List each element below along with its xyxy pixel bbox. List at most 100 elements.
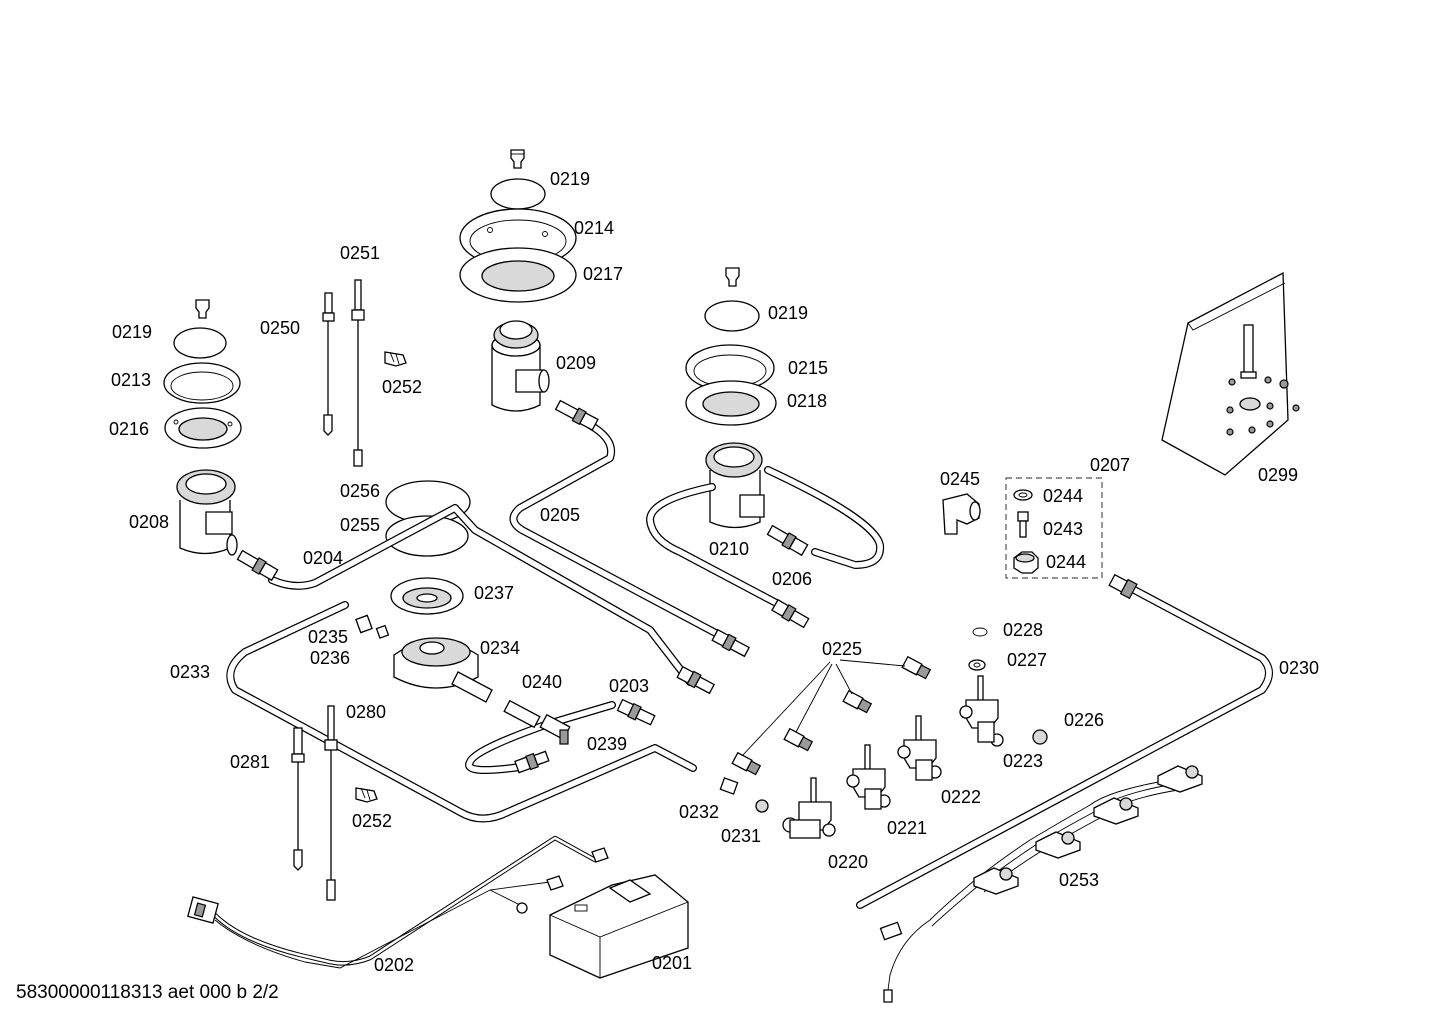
- gas-pipe-0233: [226, 601, 697, 823]
- harness-plug: [187, 896, 219, 924]
- callout-0214: 0214: [574, 218, 615, 238]
- callout-0225: 0225: [822, 639, 863, 659]
- callout-0233: 0233: [170, 662, 211, 682]
- thermocouple-0281: [291, 727, 305, 871]
- harness-terminal-2: [546, 875, 564, 891]
- gas-pipe-0230: [856, 581, 1273, 909]
- seal-ring-0255: [385, 515, 469, 557]
- callout-0228: 0228: [1003, 620, 1044, 640]
- callout-0244-bottom: 0244: [1046, 552, 1087, 572]
- callout-0201: 0201: [652, 953, 693, 973]
- nut-0244-bottom: [1013, 551, 1039, 574]
- elbow-nozzle-0245: [942, 493, 981, 535]
- connector-0239: [539, 713, 571, 745]
- callout-0256: 0256: [340, 481, 381, 501]
- nozzle-0243: [1017, 511, 1029, 538]
- document-code: 58300000118313 aet 000 b 2/2: [16, 982, 279, 1003]
- callout-0281: 0281: [230, 752, 271, 772]
- callout-0252-bottom: 0252: [352, 811, 393, 831]
- burner-body-0209: [491, 320, 550, 412]
- callout-0299: 0299: [1258, 465, 1299, 485]
- nut-0226: [1032, 729, 1048, 745]
- callout-0253: 0253: [1059, 870, 1100, 890]
- callout-0255: 0255: [340, 515, 381, 535]
- burner-base-0234: [393, 637, 493, 703]
- parts-bag-0299: [1161, 271, 1300, 476]
- callout-0236: 0236: [310, 648, 351, 668]
- callout-0230: 0230: [1279, 658, 1320, 678]
- callout-0209: 0209: [556, 353, 597, 373]
- gas-pipe-0203: [465, 701, 616, 774]
- gas-tap-0221: [846, 744, 891, 810]
- harness-ring-terminal: [516, 902, 528, 914]
- pipe-fittings: [236, 399, 1138, 774]
- burner-stack-center: [459, 149, 577, 412]
- gas-pipe-0205: [509, 421, 729, 642]
- burner-stack-left: [163, 299, 242, 556]
- burner-cap-0213: [163, 362, 241, 404]
- o-ring-0219-center: [490, 178, 546, 210]
- callout-0203: 0203: [609, 676, 650, 696]
- wiring-terminal: [883, 989, 893, 1003]
- callout-0226: 0226: [1064, 710, 1105, 730]
- ignition-unit-0201: [549, 874, 689, 979]
- gas-pipe-0204: [268, 504, 694, 686]
- pipe-sleeve-0240: [503, 699, 541, 729]
- o-ring-0219-left: [173, 327, 227, 359]
- wiring-harness-0202: [187, 835, 609, 969]
- flame-spreader-0216: [164, 407, 242, 449]
- callout-0252-top: 0252: [382, 377, 423, 397]
- callout-0237: 0237: [474, 583, 515, 603]
- callout-0231: 0231: [721, 826, 762, 846]
- washer-0227: [968, 659, 986, 671]
- callout-0239: 0239: [587, 734, 628, 754]
- callout-0223: 0223: [1003, 751, 1044, 771]
- ignition-electrode-3: [1035, 831, 1081, 859]
- callout-0208: 0208: [129, 512, 170, 532]
- callout-0218: 0218: [787, 391, 828, 411]
- callout-0219-left: 0219: [112, 322, 153, 342]
- callout-0206: 0206: [772, 569, 813, 589]
- nozzle-0235: [355, 614, 373, 634]
- callout-0280: 0280: [346, 702, 387, 722]
- burner-crown-0237: [390, 577, 464, 615]
- callout-0235: 0235: [308, 627, 349, 647]
- callout-0219-center: 0219: [550, 169, 591, 189]
- callout-0213: 0213: [111, 370, 152, 390]
- callout-0204: 0204: [303, 548, 344, 568]
- burner-body-0210: [705, 442, 765, 529]
- callout-0250: 0250: [260, 318, 301, 338]
- callout-0221: 0221: [887, 818, 928, 838]
- callout-0217: 0217: [583, 264, 624, 284]
- injector-nozzle-0219-left: [195, 299, 210, 319]
- callout-0220: 0220: [828, 852, 869, 872]
- callout-0202: 0202: [374, 955, 415, 975]
- callout-0205: 0205: [540, 505, 581, 525]
- callout-0210: 0210: [709, 539, 750, 559]
- gas-tap-0223: [959, 675, 1004, 747]
- callout-0243: 0243: [1043, 519, 1084, 539]
- gas-tap-0222: [897, 715, 942, 781]
- callout-0219-right: 0219: [768, 303, 809, 323]
- callout-0240: 0240: [522, 672, 563, 692]
- callout-0222: 0222: [941, 787, 982, 807]
- clip-0228: [972, 627, 988, 637]
- nut-0231: [755, 799, 769, 813]
- o-ring-0219-right: [704, 300, 760, 332]
- ignition-electrode-4: [973, 867, 1019, 895]
- callout-0215: 0215: [788, 358, 829, 378]
- callout-0207: 0207: [1090, 455, 1131, 475]
- harness-terminal-1: [591, 847, 609, 863]
- washer-0244-top: [1013, 489, 1033, 501]
- ignition-electrode-1: [1157, 765, 1203, 793]
- callout-0234: 0234: [480, 638, 521, 658]
- callout-0244-top: 0244: [1043, 486, 1084, 506]
- callout-0227: 0227: [1007, 650, 1048, 670]
- callout-0216: 0216: [109, 419, 150, 439]
- thermocouple-0280: [324, 705, 338, 901]
- gas-pipe-0206: [646, 466, 885, 609]
- flame-spreader-0217: [459, 247, 577, 303]
- callout-0245: 0245: [940, 469, 981, 489]
- thermocouple-0250: [322, 292, 335, 436]
